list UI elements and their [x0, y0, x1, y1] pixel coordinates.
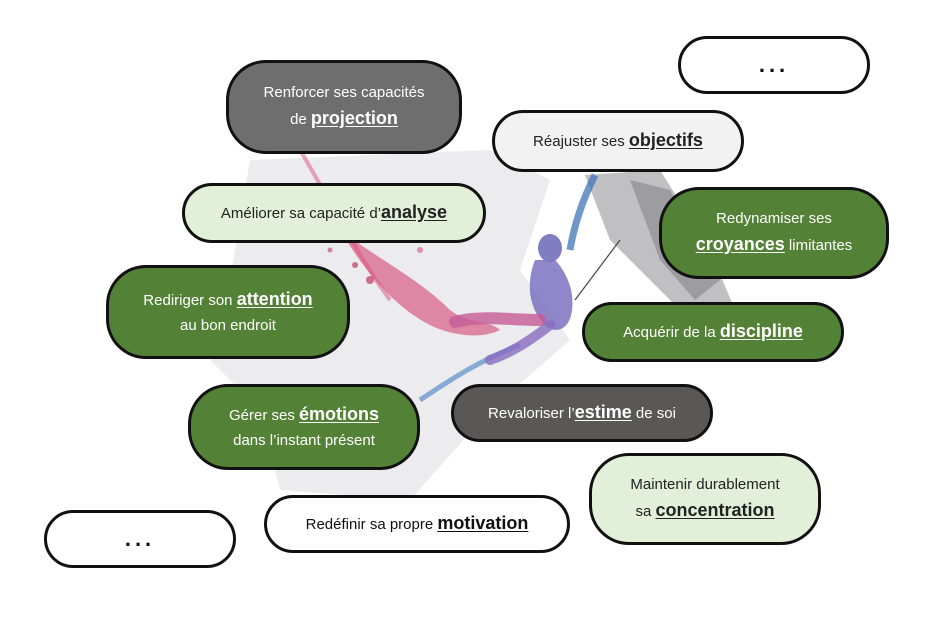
bubble-line-1: Redéfinir sa propre motivation	[306, 510, 529, 538]
bubble-emotions: Gérer ses émotions dans l’instant présen…	[188, 384, 420, 470]
bubble-projection: Renforcer ses capacités de projection	[226, 60, 462, 154]
bubble-line-1: Renforcer ses capacités	[263, 84, 425, 102]
bubble-keyword: émotions	[299, 404, 380, 425]
bubble-line-2: croyances limitantes	[696, 231, 853, 259]
bubble-concentration: Maintenir durablement sa concentration	[589, 453, 821, 545]
bubble-pre: sa	[635, 502, 656, 520]
bubble-pre: Redéfinir sa propre	[305, 516, 438, 534]
blue-arm	[566, 173, 599, 251]
bubble-line-1: Acquérir de la discipline	[623, 318, 803, 346]
bubble-line-2: de projection	[290, 105, 398, 133]
bubble-line-1: Améliorer sa capacité d’analyse	[221, 199, 447, 227]
bubble-motivation: Redéfinir sa propre motivation	[264, 495, 570, 553]
bubble-line-2: sa concentration	[635, 497, 774, 525]
climber-leg	[449, 312, 546, 328]
bubble-line-1: Rediriger son attention	[143, 286, 312, 314]
bubble-keyword: projection	[310, 107, 398, 128]
bubble-line-1: Réajuster ses objectifs	[533, 127, 703, 155]
bubble-post: limitantes	[784, 236, 853, 254]
bubble-discipline: Acquérir de la discipline	[582, 302, 844, 362]
bubble-estime: Revaloriser l’estime de soi	[451, 384, 713, 442]
bubble-pre: Gérer ses	[228, 407, 299, 425]
bubble-attention: Rediriger son attention au bon endroit	[106, 265, 350, 359]
bubble-objectifs: Réajuster ses objectifs	[492, 110, 744, 172]
bubble-line-1: Maintenir durablement	[630, 476, 780, 494]
climber-torso	[529, 260, 573, 330]
bubble-keyword: discipline	[719, 321, 803, 342]
bubble-post: de soi	[631, 405, 676, 423]
ellipsis-text: ...	[758, 51, 790, 77]
bubble-line-1: Redynamiser ses	[716, 210, 832, 228]
more-bubble-top: ...	[678, 36, 870, 94]
climber-leg-2	[485, 320, 555, 365]
bubble-line-1: Revaloriser l’estime de soi	[488, 399, 676, 427]
bubble-keyword: concentration	[655, 499, 775, 520]
bubble-pre: Revaloriser l’	[488, 405, 575, 423]
bubble-pre: Acquérir de la	[623, 324, 720, 342]
bubble-pre: Rediriger son	[143, 292, 237, 310]
ellipsis-text: ...	[124, 525, 156, 551]
more-bubble-bottom: ...	[44, 510, 236, 568]
bubble-analyse: Améliorer sa capacité d’analyse	[182, 183, 486, 243]
bubble-keyword: attention	[236, 289, 313, 310]
bubble-keyword: motivation	[437, 513, 529, 534]
climber-head	[538, 234, 562, 262]
bubble-croyances: Redynamiser ses croyances limitantes	[659, 187, 889, 279]
bubble-keyword: estime	[574, 402, 632, 423]
bubble-line-2: dans l’instant présent	[233, 432, 375, 450]
pink-splash	[340, 230, 500, 336]
bubble-line-2: au bon endroit	[180, 317, 276, 335]
bubble-pre: de	[290, 110, 311, 128]
bubble-pre: Réajuster ses	[533, 133, 629, 151]
bubble-keyword: objectifs	[628, 130, 703, 151]
bubble-keyword: analyse	[381, 202, 448, 223]
bubble-pre: Améliorer sa capacité d’	[220, 205, 381, 223]
climbing-rope	[574, 239, 621, 301]
bubble-keyword: croyances	[695, 233, 785, 254]
bubble-line-1: Gérer ses émotions	[229, 401, 379, 429]
